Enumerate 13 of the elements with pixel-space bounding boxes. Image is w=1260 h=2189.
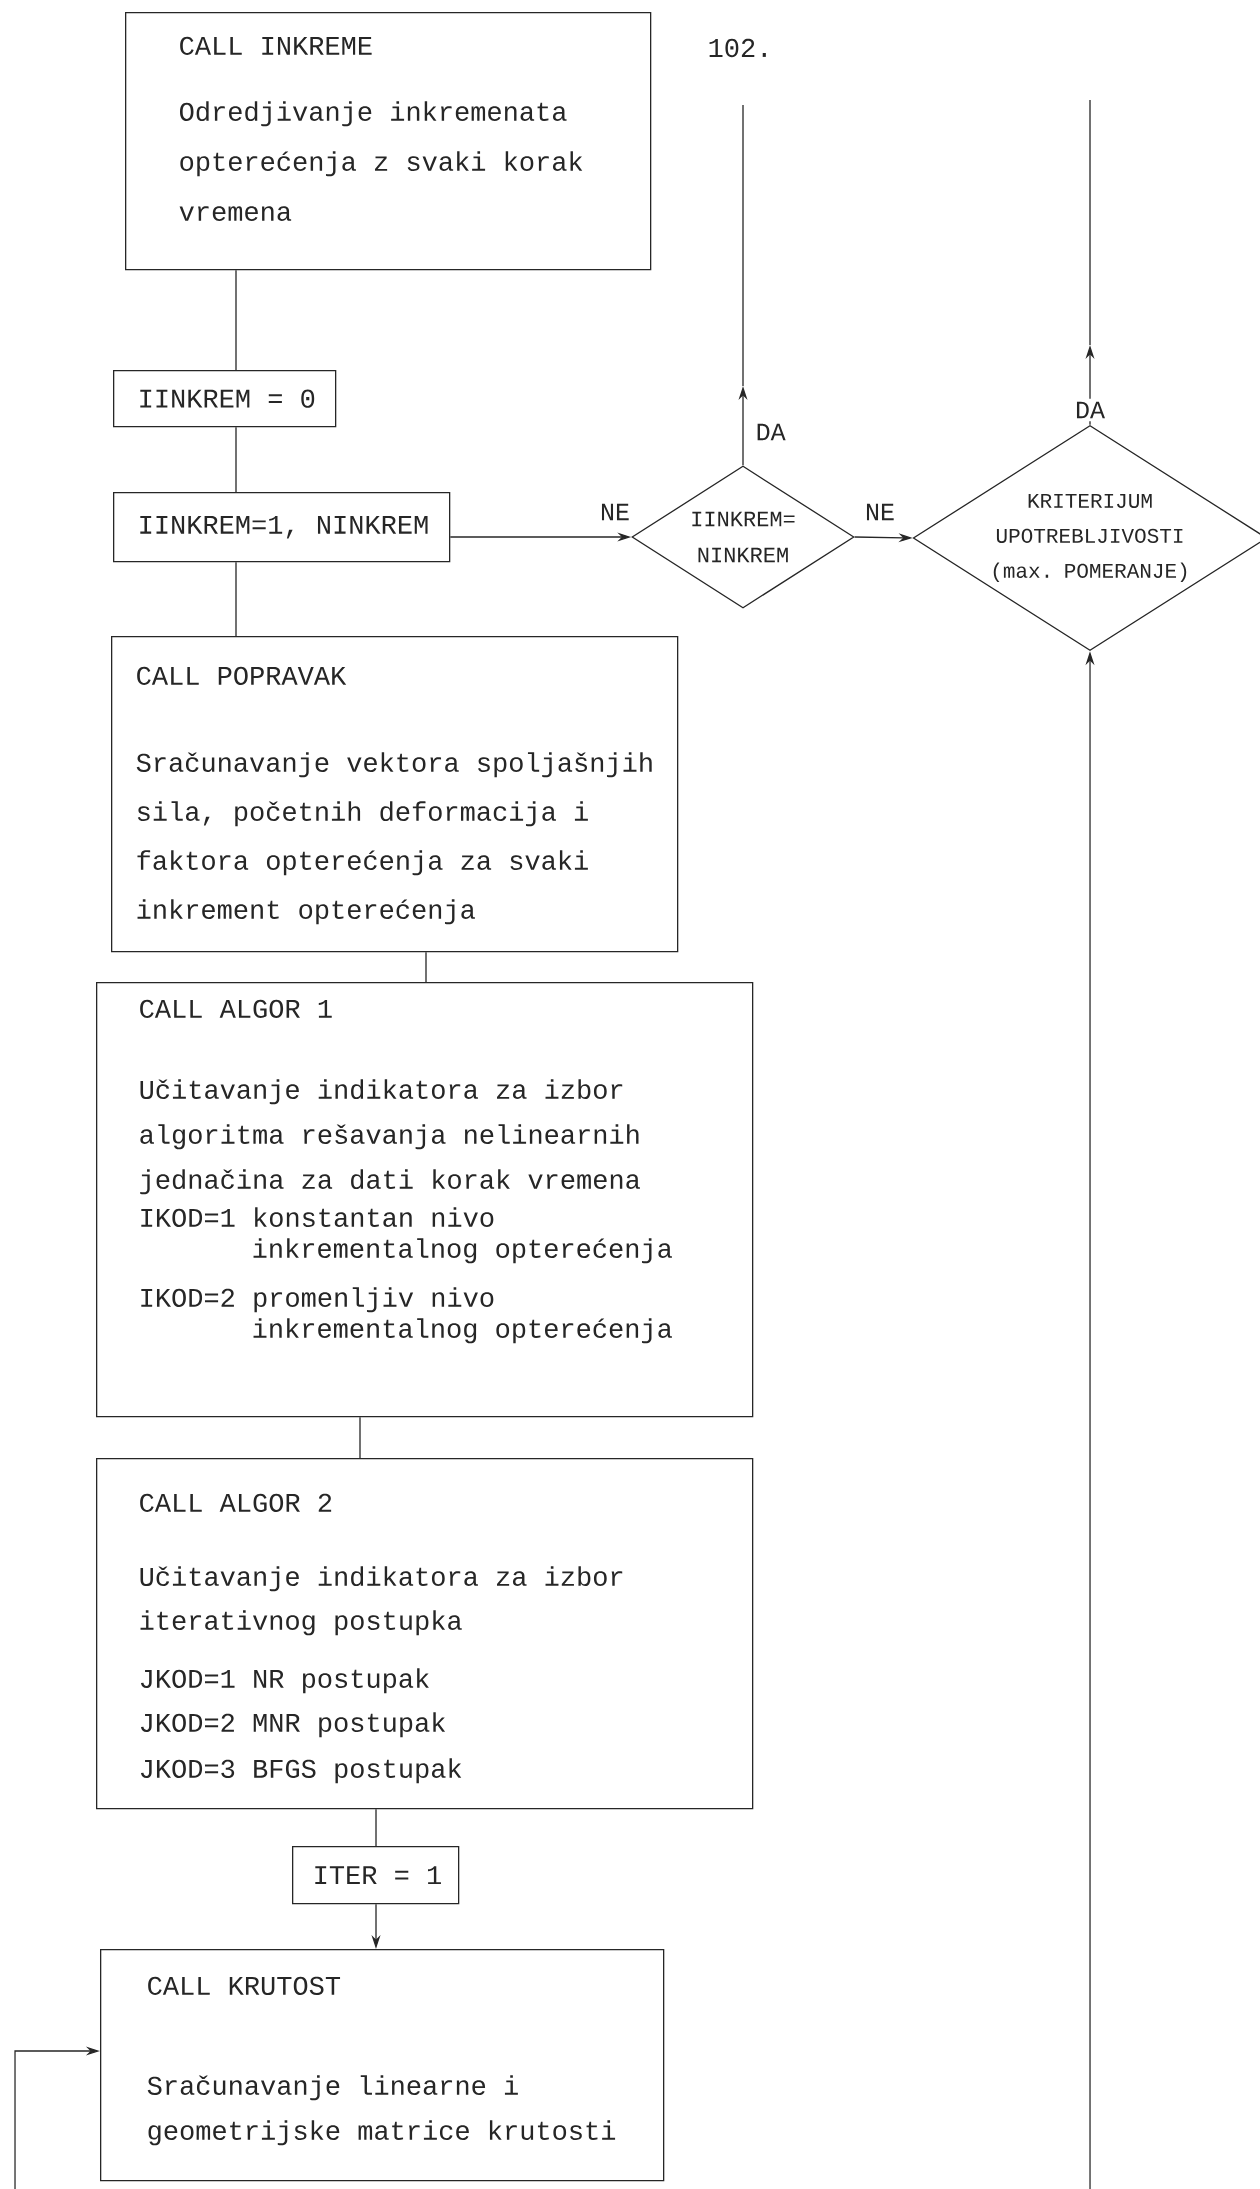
process-box: IINKREM=1, NINKREM (113, 492, 451, 563)
process-box: CALL KRUTOST Sračunavanje linearne i geometrijske matrice krutosti (100, 1949, 665, 2182)
edge-label: NE (597, 500, 633, 524)
page-number: 102. (709, 38, 766, 58)
process-box: CALL ALGOR 2 Učitavanje indikatora za izbor iterativnog postupka JKOD=1 NR postupak JKOD=2 MNR postupak JKOD=3 BFGS postupak (96, 1458, 754, 1810)
edge-label: NE (862, 500, 898, 524)
edge-label: DA (1072, 398, 1108, 422)
process-box: CALL POPRAVAK Sračunavanje vektora spoljašnjih sila, početnih deformacija i faktora opterećenja za svaki inkrement opterećenja (111, 636, 679, 953)
process-box: CALL ALGOR 1 Učitavanje indikatora za izbor algoritma rešavanja nelinearnih jednačina za dati korak vremena IKOD=1 konstantan nivo inkrementalnog opterećenja IKOD=2 promenljiv nivo inkrementalnog opterećenja (96, 982, 754, 1418)
process-box: IINKREM = 0 (113, 370, 337, 428)
process-box: ITER = 1 (292, 1846, 460, 1905)
edge-label: DA (752, 420, 789, 444)
process-box: CALL INKREME Odredjivanje inkremenata opterećenja z svaki korak vremena (125, 12, 652, 271)
